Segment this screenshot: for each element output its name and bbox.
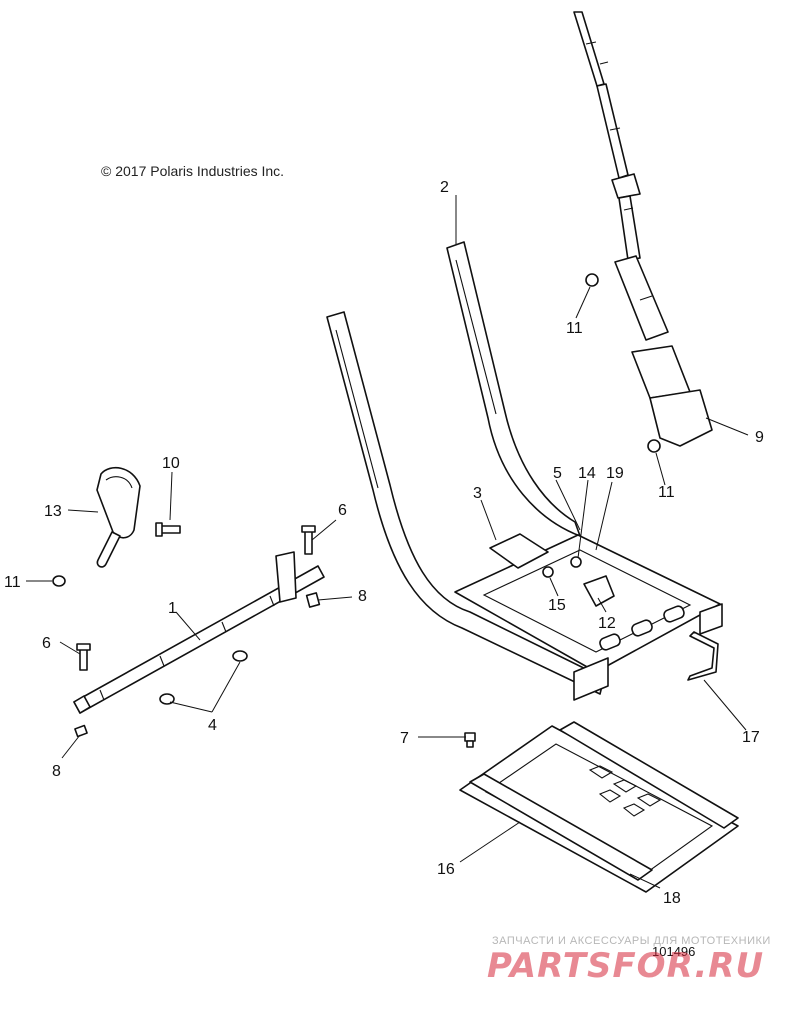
callout-label: 2 (440, 179, 449, 196)
callout-label: 6 (338, 502, 347, 519)
callout-label: 9 (755, 429, 764, 446)
callout-label: 15 (548, 597, 566, 614)
callout-labels: 1 2 3 4 5 6 6 7 8 8 9 10 11 11 11 12 13 … (4, 179, 764, 907)
callout-label: 12 (598, 615, 616, 632)
callout-label: 11 (4, 574, 21, 591)
callout-label: 8 (358, 588, 367, 605)
bushing[interactable] (542, 566, 554, 578)
seat-belt-buckle[interactable] (96, 466, 141, 568)
callout-label: 11 (658, 484, 675, 501)
callout-label: 18 (663, 890, 681, 907)
bolt[interactable] (464, 732, 476, 748)
bolt[interactable] (155, 522, 181, 537)
callout-label: 10 (162, 455, 180, 472)
leader-lines (26, 195, 749, 889)
watermark-tagline: ЗАПЧАСТИ И АКСЕССУАРЫ ДЛЯ МОТОТЕХНИКИ (492, 935, 771, 947)
callout-label: 7 (400, 730, 409, 747)
release-handle[interactable] (687, 631, 719, 681)
copyright-notice: © 2017 Polaris Industries Inc. (101, 163, 285, 179)
seat-frame[interactable] (326, 241, 723, 701)
callout-label: 19 (606, 465, 624, 482)
clip[interactable] (305, 592, 321, 608)
flange-nut[interactable] (232, 650, 248, 662)
callout-label: 14 (578, 465, 596, 482)
callout-label: 4 (208, 717, 217, 734)
bracket[interactable] (489, 533, 549, 569)
callout-label: 3 (473, 485, 482, 502)
seat-latch[interactable] (583, 575, 615, 607)
callout-label: 16 (437, 861, 455, 878)
clip[interactable] (74, 724, 88, 738)
seat-slider[interactable] (459, 721, 739, 893)
callout-label: 13 (44, 503, 62, 520)
callout-label: 8 (52, 763, 61, 780)
callout-label: 17 (742, 729, 760, 746)
figure-number: 101496 (652, 944, 696, 959)
callout-label: 1 (168, 600, 177, 617)
callout-label: 5 (553, 465, 562, 482)
bolt[interactable] (301, 525, 316, 555)
bushing[interactable] (570, 556, 582, 568)
watermark-logo: PARTSFOR.RU (487, 946, 765, 986)
nut[interactable] (585, 273, 599, 287)
flange-nut[interactable] (159, 693, 175, 705)
callout-label: 11 (566, 320, 583, 337)
callout-label: 6 (42, 635, 51, 652)
seat-belt-retractor[interactable] (573, 11, 713, 447)
seat-track-bar[interactable] (73, 551, 325, 714)
bolt[interactable] (76, 643, 91, 671)
nut[interactable] (52, 575, 66, 587)
nut[interactable] (647, 439, 661, 453)
